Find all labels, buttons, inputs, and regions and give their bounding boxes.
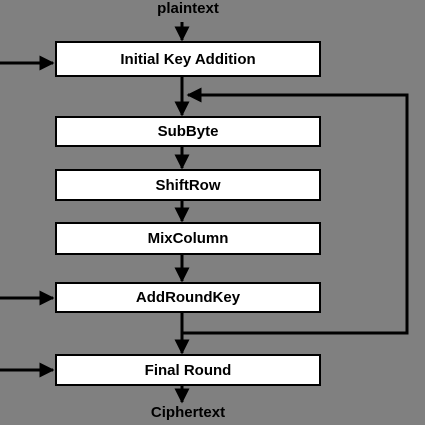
final-round-box: Final Round xyxy=(55,354,321,386)
round-loop-line xyxy=(182,87,409,335)
subbyte-box: SubByte xyxy=(55,116,321,147)
plaintext-label: plaintext xyxy=(157,0,219,17)
mixcolumn-box: MixColumn xyxy=(55,222,321,255)
initial-key-addition-box: Initial Key Addition xyxy=(55,41,321,77)
shiftrow-box: ShiftRow xyxy=(55,169,321,201)
ciphertext-label: Ciphertext xyxy=(150,404,226,421)
addroundkey-box: AddRoundKey xyxy=(55,282,321,313)
